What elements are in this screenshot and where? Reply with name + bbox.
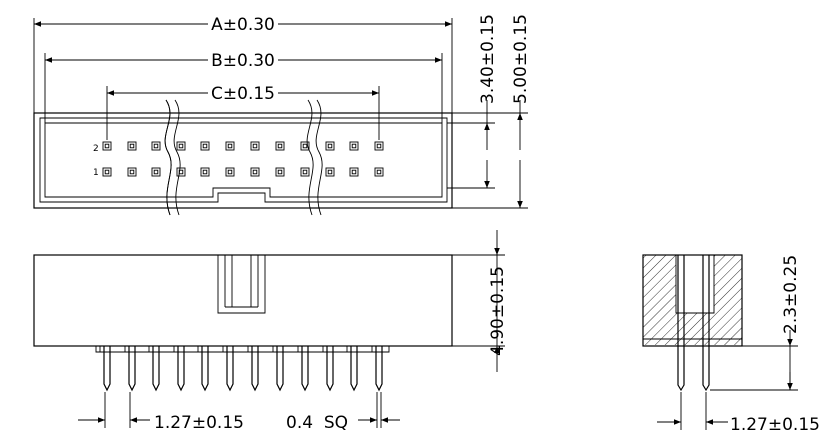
front-pin — [301, 346, 309, 392]
pin-pad-center — [327, 169, 333, 175]
dim-b-label: B±0.30 — [211, 51, 275, 71]
dim-height-outer: 5.00±0.15 — [452, 14, 531, 209]
pin-pad — [200, 167, 210, 177]
pin-pad-center — [153, 169, 159, 175]
break-line-left — [164, 99, 181, 216]
pin-pad-center — [202, 143, 208, 149]
pin-pad-center — [327, 143, 333, 149]
pin-pad-center — [227, 143, 233, 149]
side-view-pin-right — [702, 255, 710, 392]
dim-side-pitch-label: 1.27±0.15 — [730, 415, 820, 435]
pin-pad — [176, 167, 186, 177]
top-view-shroud-inner — [44, 122, 443, 198]
pin-pad — [374, 141, 384, 151]
pin-pad-center — [129, 143, 135, 149]
pin-pad-center — [376, 169, 382, 175]
pin-pad — [300, 141, 310, 151]
pin-pad — [275, 167, 285, 177]
dim-a: A±0.30 — [33, 15, 453, 113]
pin-grid — [102, 141, 384, 177]
dim-c-label: C±0.15 — [211, 84, 275, 104]
pin-pad-center — [129, 169, 135, 175]
front-pin — [375, 346, 383, 392]
pin-pad — [349, 167, 359, 177]
pin-pad — [300, 167, 310, 177]
pin-pad-center — [376, 143, 382, 149]
top-view-shroud-outer — [39, 117, 448, 203]
dim-front-height-label: 4.90±0.15 — [488, 266, 508, 356]
front-pin — [251, 346, 259, 392]
top-view: 2 1 A±0.30 B±0.30 C±0.15 — [33, 14, 531, 216]
front-pin — [276, 346, 284, 392]
front-pin — [350, 346, 358, 392]
side-view: 2.3±0.25 1.27±0.15 — [642, 254, 820, 435]
dim-pin-size: 0.4 SQ — [286, 392, 400, 433]
dim-pin-size-label: 0.4 SQ — [286, 413, 348, 433]
pin-pad-center — [351, 143, 357, 149]
side-view-slot — [675, 255, 715, 314]
dim-height-outer-label: 5.00±0.15 — [511, 14, 531, 104]
pin-label-1: 1 — [93, 168, 99, 178]
pin-pad-center — [178, 143, 184, 149]
front-pin — [201, 346, 209, 392]
pin-pad-center — [227, 169, 233, 175]
top-view-body — [33, 112, 453, 209]
pin-pad — [225, 141, 235, 151]
dim-front-height: 4.90±0.15 — [452, 230, 508, 372]
pin-pad — [200, 141, 210, 151]
front-pins — [95, 346, 390, 392]
front-pin — [103, 346, 111, 392]
front-view-body — [33, 254, 453, 347]
front-pin — [326, 346, 334, 392]
pin-pad — [250, 141, 260, 151]
pin-pad — [325, 167, 335, 177]
pin-pad-center — [252, 169, 258, 175]
pin-pad — [176, 141, 186, 151]
break-line-right — [306, 99, 323, 216]
pin-pad-center — [277, 169, 283, 175]
front-pin — [128, 346, 136, 392]
pin-pad-center — [351, 169, 357, 175]
front-pin — [226, 346, 234, 392]
pin-label-2: 2 — [93, 144, 99, 154]
side-view-pin-left — [677, 255, 685, 392]
dim-side-pin-length-label: 2.3±0.25 — [781, 255, 801, 334]
front-view: 4.90±0.15 1.27±0.15 0.4 SQ — [33, 230, 508, 433]
front-pin — [152, 346, 160, 392]
dim-b: B±0.30 — [44, 51, 443, 123]
front-pin — [177, 346, 185, 392]
pin-pad — [127, 167, 137, 177]
pin-pad — [325, 141, 335, 151]
dim-a-label: A±0.30 — [211, 15, 275, 35]
dim-c: C±0.15 — [106, 84, 380, 140]
pin-pad — [151, 167, 161, 177]
side-view-body — [642, 254, 743, 347]
pin-pad-center — [277, 143, 283, 149]
pin-pad — [250, 167, 260, 177]
pin-pad — [275, 141, 285, 151]
pin-pad-center — [104, 169, 110, 175]
pin-pad — [102, 167, 112, 177]
front-base-strip — [95, 346, 390, 353]
pin-pad-center — [252, 143, 258, 149]
pin-pad-center — [302, 169, 308, 175]
pin-pad — [127, 141, 137, 151]
dim-side-pin-length: 2.3±0.25 — [710, 255, 801, 391]
dim-side-pitch: 1.27±0.15 — [657, 392, 820, 435]
pin-pad-center — [202, 169, 208, 175]
pin-pad — [374, 167, 384, 177]
pin-pad — [349, 141, 359, 151]
pin-pad — [151, 141, 161, 151]
pin-pad — [225, 167, 235, 177]
pin-pad-center — [302, 143, 308, 149]
dim-height-inner-label: 3.40±0.15 — [478, 14, 498, 104]
pin-pad-center — [153, 143, 159, 149]
dim-front-pitch-label: 1.27±0.15 — [154, 413, 244, 433]
dim-height-inner: 3.40±0.15 — [447, 14, 498, 189]
polarization-key — [217, 255, 266, 314]
dim-front-pitch: 1.27±0.15 — [78, 392, 244, 433]
pin-pad-center — [104, 143, 110, 149]
pin-pad — [102, 141, 112, 151]
